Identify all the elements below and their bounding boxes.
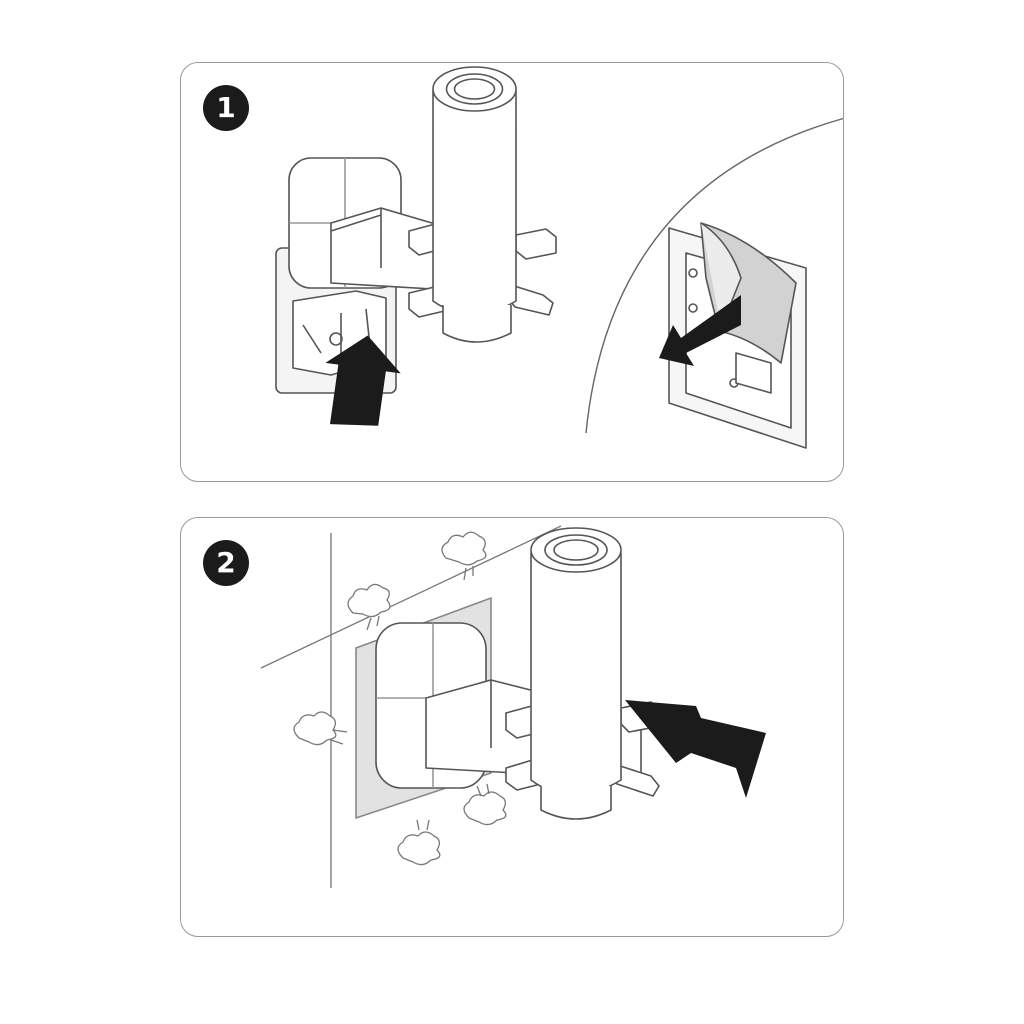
cylinder-holder [432, 90, 517, 316]
air-puff-bottom [397, 831, 441, 866]
press-arrow [625, 700, 766, 798]
air-puff-bottom-right [463, 791, 507, 826]
air-puff-top-left [347, 583, 391, 618]
air-puff-left [293, 711, 337, 746]
peel-direction-arrow [659, 295, 741, 366]
wall-edge-line [260, 525, 562, 669]
step-1-panel: 1 [180, 62, 844, 482]
step-2-panel: 2 [180, 517, 844, 937]
step-2-badge: 2 [203, 540, 249, 586]
cylinder-holder [530, 552, 622, 796]
push-up-arrow [325, 335, 401, 426]
step-1-illustration [275, 66, 843, 449]
step-2-illustration [260, 525, 766, 888]
air-puff-top [441, 531, 487, 566]
zoom-circle [585, 117, 843, 434]
arm-peg-right [515, 228, 557, 260]
step-1-badge: 1 [203, 85, 249, 131]
